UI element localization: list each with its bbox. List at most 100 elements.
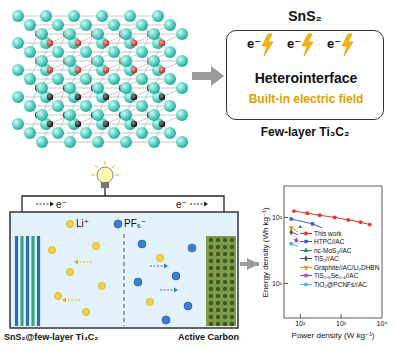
legend-sample	[300, 238, 312, 245]
x-tick	[341, 314, 342, 318]
crystal-structure	[12, 10, 188, 148]
atom	[12, 91, 24, 103]
li-ion	[67, 221, 74, 228]
y-tick-label: 10²	[272, 214, 282, 222]
atom	[131, 67, 137, 73]
legend-row: TiO₂@PCNFs//AC	[300, 280, 379, 289]
carbon-particle	[216, 287, 220, 291]
carbon-particle	[230, 259, 234, 263]
carbon-particle	[230, 273, 234, 277]
legend-text: Graphite//AC/Li₂DHBN	[314, 264, 379, 271]
atom	[159, 121, 165, 127]
pf6-ion	[138, 240, 146, 248]
atom	[164, 46, 176, 58]
carbon-particle	[216, 315, 220, 319]
atom	[52, 46, 64, 58]
carbon-particle	[216, 280, 220, 284]
ion-arrow-head	[164, 264, 168, 269]
cathode	[206, 236, 236, 326]
bulb-wire	[104, 188, 105, 196]
pf6-ion	[172, 272, 180, 280]
anode-layer	[31, 236, 34, 326]
atom	[64, 82, 76, 94]
y-tick	[284, 217, 288, 218]
carbon-particle	[209, 273, 213, 277]
atom	[36, 109, 48, 121]
carbon-particle	[230, 238, 234, 242]
carbon-particle	[223, 294, 227, 298]
atom	[159, 94, 165, 100]
li-ion	[49, 247, 56, 254]
atom	[36, 82, 48, 94]
li-ion	[147, 299, 154, 306]
carbon-particle	[209, 266, 213, 270]
carbon-particle	[209, 301, 213, 305]
legend-text: nc-MoS₂//AC	[314, 247, 352, 254]
carbon-particle	[216, 238, 220, 242]
atom	[52, 73, 64, 85]
atom	[64, 109, 76, 121]
data-marker	[333, 216, 337, 220]
carbon-particle	[230, 322, 234, 326]
legend-marker	[304, 231, 308, 235]
battery-cell-box: e⁻e⁻Li⁺PF₆⁻	[8, 198, 240, 330]
atom	[103, 40, 109, 46]
carbon-particle	[223, 273, 227, 277]
electron-arrow	[36, 204, 50, 205]
atom	[64, 28, 76, 40]
legend-marker	[303, 247, 308, 252]
atom	[80, 100, 92, 112]
ion-arrow	[160, 290, 174, 291]
carbon-particle	[216, 273, 220, 277]
atom	[136, 127, 148, 139]
legend-sample	[300, 272, 312, 279]
atom	[52, 19, 64, 31]
atom	[124, 10, 136, 22]
x-tick-label: 10⁴	[377, 320, 388, 328]
atom	[52, 127, 64, 139]
data-marker	[289, 217, 292, 220]
carbon-particle	[216, 301, 220, 305]
carbon-particle	[230, 252, 234, 256]
electron-arrow	[190, 204, 204, 205]
electrolyte	[10, 212, 238, 328]
chart-legend: This workHTPC//ACnc-MoS₂//ACTiS₂//ACGrap…	[298, 228, 381, 290]
atom	[148, 55, 160, 67]
material-label: Few-layer Ti₃C₂	[261, 126, 350, 139]
atom	[108, 73, 120, 85]
ion-arrow	[78, 262, 92, 263]
bulb-ray	[112, 165, 115, 168]
x-tick-label: 10³	[336, 320, 346, 328]
legend-row: nc-MoS₂//AC	[300, 246, 379, 255]
electrode-label: Active Carbon	[178, 333, 239, 343]
material-label: SnS₂	[288, 9, 321, 24]
atom	[80, 19, 92, 31]
atom	[12, 10, 24, 22]
carbon-particle	[223, 287, 227, 291]
atom	[47, 94, 53, 100]
carbon-particle	[216, 322, 220, 326]
anode-layer	[15, 236, 18, 326]
li-ion	[99, 283, 106, 290]
atom	[24, 100, 36, 112]
legend-row: This work	[300, 229, 379, 238]
carbon-particle	[216, 308, 220, 312]
legend-row: TiS₂//AC	[300, 255, 379, 264]
heterointerface-box: e⁻e⁻e⁻HeterointerfaceBuilt-in electric f…	[226, 30, 384, 120]
atom	[96, 10, 108, 22]
atom	[68, 10, 80, 22]
atom	[176, 28, 188, 40]
data-marker	[368, 223, 372, 227]
atom	[136, 100, 148, 112]
data-marker	[359, 220, 363, 224]
atom	[92, 109, 104, 121]
atom	[176, 136, 188, 148]
carbon-particle	[209, 287, 213, 291]
atom	[92, 55, 104, 67]
carbon-particle	[223, 301, 227, 305]
atom	[47, 121, 53, 127]
atom	[75, 121, 81, 127]
atom	[40, 10, 52, 22]
atom	[131, 94, 137, 100]
atom	[176, 109, 188, 121]
